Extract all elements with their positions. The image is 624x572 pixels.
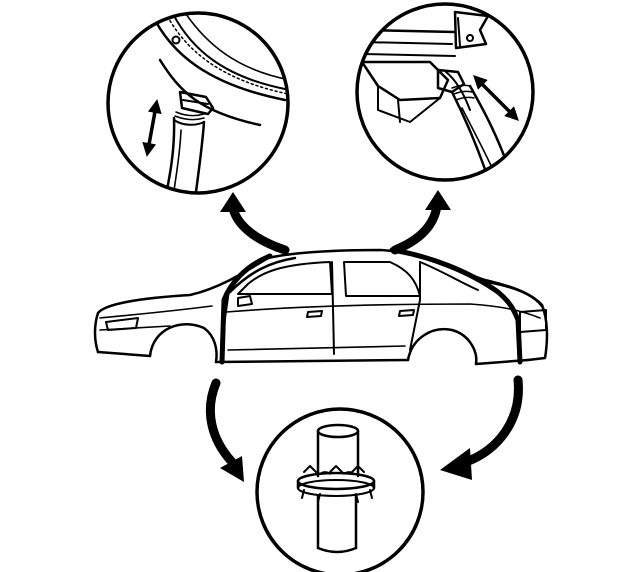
detail-top-right [355, 2, 535, 182]
detail-top-left [106, 11, 290, 195]
move-left-right-arrow-icon [473, 75, 519, 121]
car-body [93, 247, 549, 366]
detail-bottom [255, 407, 425, 572]
move-up-down-arrow-icon [142, 99, 162, 157]
curved-callout-arrow-icon [205, 190, 523, 482]
